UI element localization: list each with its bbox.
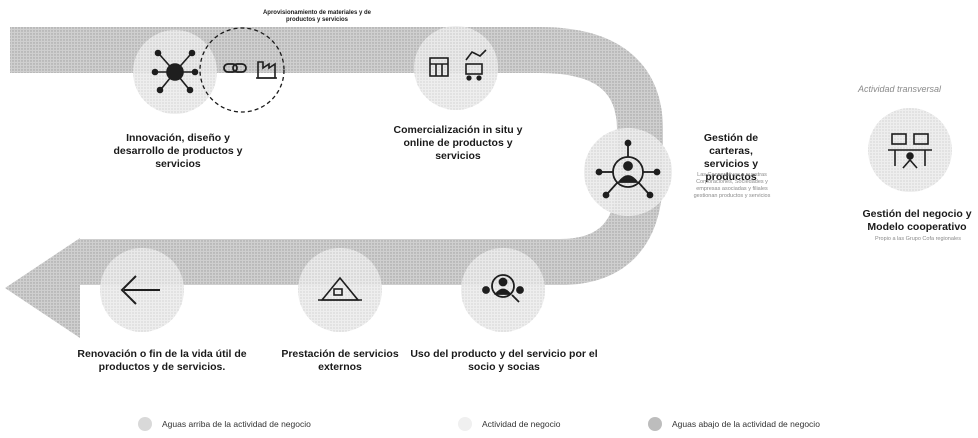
legend-business-swatch xyxy=(458,417,472,431)
aprovisionamiento-dashed-circle xyxy=(199,27,285,113)
arrow-left-icon xyxy=(120,275,160,305)
user-search-icon xyxy=(482,274,524,303)
storefront-icon xyxy=(429,57,449,77)
stage-circle-prestacion xyxy=(298,248,382,332)
stage-label-innovacion: Innovación, diseño y desarrollo de produ… xyxy=(113,132,243,170)
legend-business: Actividad de negocio xyxy=(458,414,560,434)
legend-upstream-swatch xyxy=(138,417,152,431)
top-note: Aprovisionamiento de materiales y de pro… xyxy=(262,10,372,23)
legend-upstream-label: Aguas arriba de la actividad de negocio xyxy=(162,419,311,429)
meeting-desks-icon xyxy=(888,133,932,169)
chain-link-icon xyxy=(223,63,247,73)
factory-icon xyxy=(256,61,277,79)
stage-note-gestion: Las Cooperativas y nuestras Corporacione… xyxy=(693,172,771,199)
legend-downstream: Aguas abajo de la actividad de negocio xyxy=(648,414,820,434)
legend-upstream: Aguas arriba de la actividad de negocio xyxy=(138,414,311,434)
stage-label-prestacion: Prestación de servicios externos xyxy=(281,348,399,373)
network-cloud-icon xyxy=(151,49,199,94)
side-panel-label: Gestión del negocio y Modelo cooperativo xyxy=(862,208,972,233)
stage-label-gestion: Gestión de carteras, servicios y product… xyxy=(703,132,759,183)
portfolio-person-icon xyxy=(595,139,661,199)
stage-circle-comercializacion xyxy=(414,26,498,110)
stage-label-comercializacion: Comercialización in situ y online de pro… xyxy=(393,124,523,162)
flow-arrowhead xyxy=(5,238,80,338)
legend-business-label: Actividad de negocio xyxy=(482,419,561,429)
legend-downstream-label: Aguas abajo de la actividad de negocio xyxy=(672,419,820,429)
external-service-house-icon xyxy=(318,276,362,301)
online-cart-icon xyxy=(465,49,487,81)
stage-label-uso: Uso del producto y del servicio por el s… xyxy=(410,348,598,373)
stage-label-renovacion: Renovación o fin de la vida útil de prod… xyxy=(77,348,247,373)
side-panel-note: Propio a las Grupo Cofa regionales xyxy=(875,236,961,242)
legend-downstream-swatch xyxy=(648,417,662,431)
side-panel-title: Actividad transversal xyxy=(858,84,942,94)
